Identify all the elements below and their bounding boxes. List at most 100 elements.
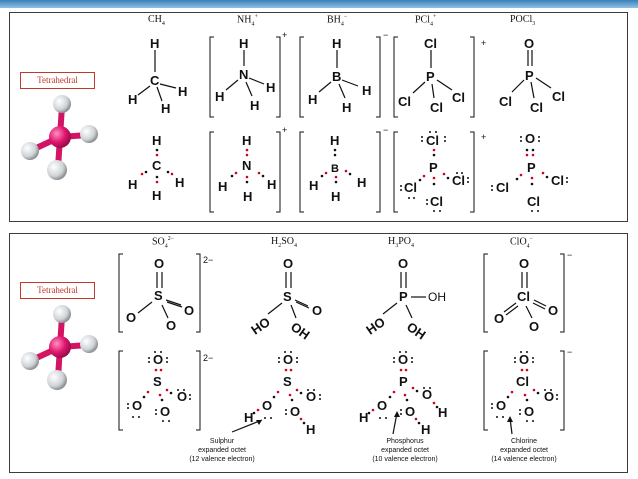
- atom-c: C: [152, 158, 162, 173]
- clo4-dot-structure: − O Cl O O O: [483, 347, 572, 431]
- so4-structure: 2− O S O O O: [118, 253, 213, 333]
- charge-plus: +: [282, 125, 287, 135]
- atom-h: H: [242, 133, 251, 148]
- atom-o: O: [548, 303, 558, 318]
- atom-o: O: [405, 404, 415, 419]
- atom-h: H: [357, 175, 366, 190]
- atom-h: H: [330, 133, 339, 148]
- atom-cl: Cl: [496, 180, 509, 195]
- atom-h: H: [359, 410, 368, 425]
- atom-s: S: [154, 288, 163, 303]
- atom-h: H: [215, 89, 224, 104]
- charge-minus: −: [567, 250, 572, 260]
- atom-o: O: [184, 303, 194, 318]
- atom-s: S: [283, 289, 292, 304]
- atom-o: O: [290, 404, 300, 419]
- atom-h: H: [218, 179, 227, 194]
- atom-oh: OH: [288, 319, 313, 342]
- top-panel: [9, 12, 628, 222]
- atom-p: P: [525, 68, 534, 83]
- phosphorus-note-line-1: Phosphorus: [386, 438, 424, 445]
- pcl4-structure: + Cl P Cl Cl Cl: [393, 36, 486, 118]
- atom-o: O: [544, 389, 554, 404]
- atom-h: H: [332, 36, 341, 51]
- atom-n: N: [239, 67, 248, 82]
- pocl3-structure: O P Cl Cl Cl: [499, 36, 565, 115]
- tetrahedral-model-top: [21, 95, 98, 180]
- atom-h: H: [331, 189, 340, 204]
- sulphur-note-line-2: expanded octet: [198, 447, 246, 454]
- atom-o: O: [529, 319, 539, 334]
- atom-o: O: [283, 352, 293, 367]
- atom-b: B: [332, 69, 341, 84]
- atom-cl: Cl: [499, 94, 512, 109]
- atom-o: O: [153, 352, 163, 367]
- phosphorus-note: Phosphorus expanded octet (10 valence el…: [372, 411, 438, 463]
- atom-cl: Cl: [452, 90, 465, 105]
- charge-plus: +: [481, 38, 486, 48]
- atom-ho: HO: [248, 314, 273, 337]
- tetrahedral-label-bottom: Tetrahedral: [20, 282, 95, 299]
- atom-o: O: [524, 404, 534, 419]
- pcl4-dot-structure: + Cl P Cl Cl Cl: [393, 131, 486, 213]
- bh4-structure: − H B H H H: [299, 30, 388, 118]
- atom-o: O: [398, 256, 408, 271]
- atom-o: O: [154, 256, 164, 271]
- atom-p: P: [399, 374, 408, 389]
- atom-o: O: [312, 303, 322, 318]
- atom-h: H: [244, 410, 253, 425]
- atom-cl: Cl: [430, 100, 443, 115]
- atom-o: O: [166, 318, 176, 333]
- atom-o: O: [283, 256, 293, 271]
- bh4-dot-structure: − H B H H H: [299, 125, 388, 213]
- atom-cl: Cl: [452, 173, 465, 188]
- atom-o: O: [519, 352, 529, 367]
- atom-cl: Cl: [516, 374, 529, 389]
- atom-cl: Cl: [398, 94, 411, 109]
- atom-oh: OH: [404, 319, 429, 342]
- atom-cl: Cl: [404, 180, 417, 195]
- atom-h: H: [175, 175, 184, 190]
- chlorine-note-line-2: expanded octet: [500, 447, 548, 454]
- h2so4-structure: O S O HO OH: [248, 256, 322, 343]
- atom-h: H: [308, 92, 317, 107]
- ch4-dot-structure: H C H H H: [128, 133, 184, 203]
- atom-h: H: [150, 36, 159, 51]
- charge-two-minus: 2−: [203, 353, 213, 363]
- atom-cl: Cl: [530, 100, 543, 115]
- tetrahedral-model-bottom: [21, 305, 98, 390]
- atom-o: O: [377, 398, 387, 413]
- atom-o: O: [262, 398, 272, 413]
- chlorine-note: Chlorine expanded octet (14 valence elec…: [491, 416, 557, 463]
- atom-cl: Cl: [424, 36, 437, 51]
- atom-h: H: [306, 422, 315, 437]
- charge-minus: −: [383, 30, 388, 40]
- pocl3-dot-structure: O P Cl Cl Cl: [491, 131, 568, 212]
- atom-o: O: [496, 398, 506, 413]
- atom-p: P: [426, 69, 435, 84]
- atom-h: H: [152, 188, 161, 203]
- atom-h: H: [362, 83, 371, 98]
- atom-o: O: [524, 36, 534, 51]
- atom-h: H: [239, 36, 248, 51]
- atom-h: H: [128, 92, 137, 107]
- atom-o: O: [525, 131, 535, 146]
- atom-b: B: [331, 163, 339, 175]
- sulphur-note: Sulphur expanded octet (12 valence elect…: [189, 419, 263, 463]
- so4-dot-structure: 2− O S O O O: [118, 350, 213, 431]
- sulphur-note-line-3: (12 valence electron): [189, 456, 254, 463]
- atom-cl: Cl: [426, 133, 439, 148]
- atom-h: H: [342, 100, 351, 115]
- title-bar-band: [0, 0, 638, 8]
- atom-s: S: [153, 374, 162, 389]
- atom-n: N: [242, 158, 251, 173]
- atom-o: O: [519, 256, 529, 271]
- header-so4: SO42−: [152, 236, 175, 250]
- chlorine-note-line-3: (14 valence electron): [491, 456, 556, 463]
- atom-h: H: [243, 189, 252, 204]
- h3po4-dot-structure: O P O H O H O H: [359, 351, 447, 437]
- atom-c: C: [150, 73, 160, 88]
- bottom-panel: [9, 233, 628, 473]
- atom-h: H: [421, 422, 430, 437]
